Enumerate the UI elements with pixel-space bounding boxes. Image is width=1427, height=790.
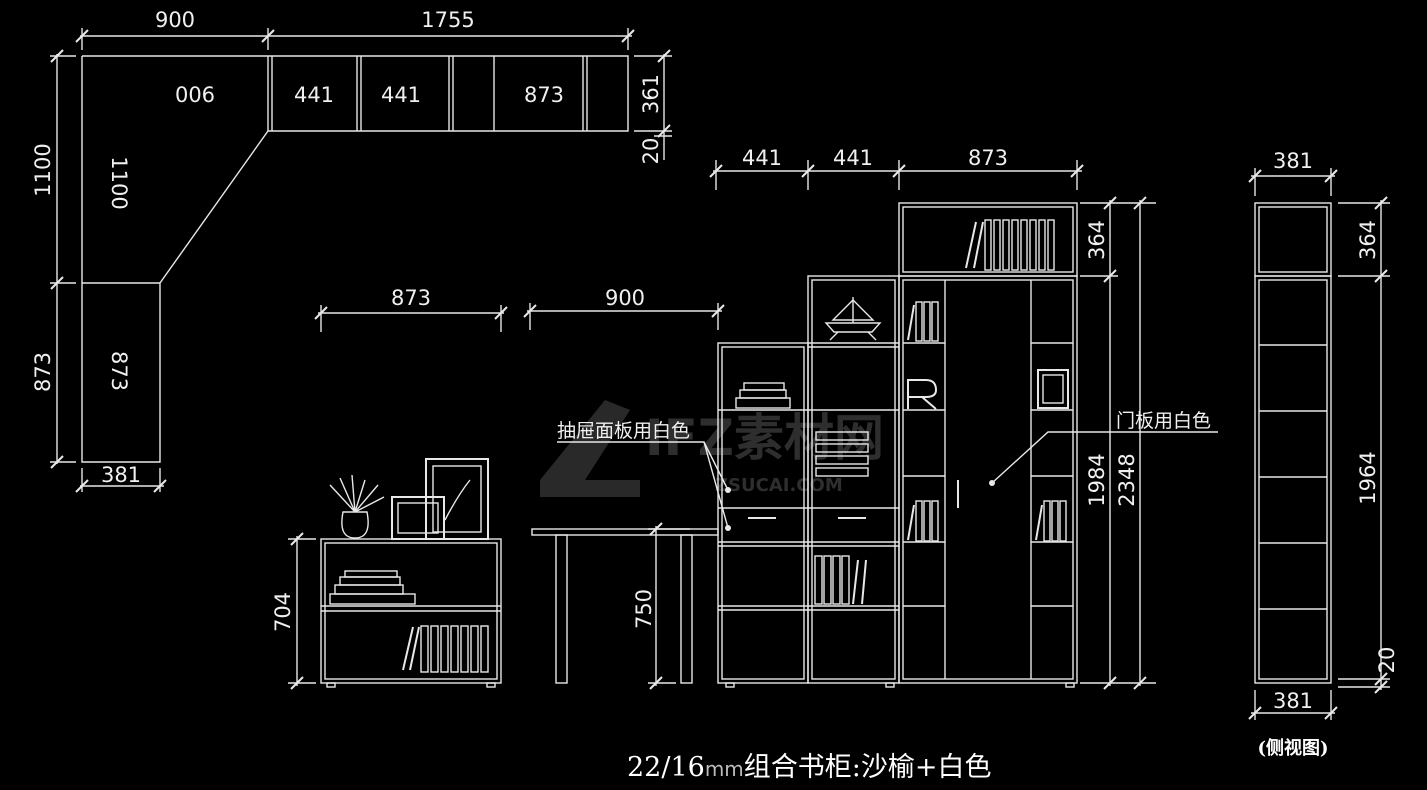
dim-plan-top-900: 900 [155, 8, 195, 32]
stacked-books-icon [735, 382, 791, 409]
dim-side-20: 20 [1375, 647, 1399, 674]
dim-side-1964: 1964 [1356, 451, 1380, 504]
dim-elev-364: 364 [1085, 220, 1109, 260]
plan-label-873-vertical: 873 [107, 351, 131, 391]
dim-elev-441-b: 441 [833, 146, 873, 170]
vase-flowers-icon [329, 474, 385, 539]
stacked-books-icon [329, 570, 416, 605]
picture-frame-icon [1037, 369, 1069, 409]
watermark-url: ZSUCAI.COM [715, 475, 843, 496]
watermark-brand: IFZ素材网 [645, 409, 884, 467]
plan-label-1100: 1100 [107, 156, 131, 209]
dim-plan-bottom-381: 381 [101, 463, 141, 487]
title-description: 组合书柜:沙榆+白色 [744, 752, 992, 783]
plan-view: 900 1755 1100 873 381 361 20 006 441 441… [31, 8, 672, 493]
dim-elev-873: 873 [391, 286, 431, 310]
upright-books-icon [1035, 500, 1067, 542]
upright-books-icon [907, 301, 939, 342]
dim-side-381-bottom: 381 [1273, 689, 1313, 713]
picture-frame-icon [391, 458, 489, 540]
upright-books-icon [907, 500, 939, 542]
side-view: 381 364 1964 20 381 (侧视图) [1248, 149, 1399, 759]
dim-elev-873-top: 873 [968, 146, 1008, 170]
low-cabinet: 704 873 [271, 286, 508, 690]
title-main: 22/16mm组合书柜:沙榆+白色 [627, 752, 992, 783]
dim-elev-441-a: 441 [742, 146, 782, 170]
bookcase-elevation: 441 441 873 364 1984 2348 抽屉面板用白色 门板用白色 [557, 146, 1218, 690]
letter-r-decor-icon [907, 379, 938, 410]
dim-cabinet-704: 704 [271, 592, 295, 632]
watermark: IFZ素材网 ZSUCAI.COM [540, 400, 884, 497]
label-door-panel: 门板用白色 [1116, 410, 1211, 432]
dim-plan-right-20: 20 [639, 138, 663, 165]
stacked-books-icon [815, 431, 869, 477]
plan-label-900: 006 [175, 83, 215, 107]
upright-books-icon [402, 625, 489, 673]
dim-side-364: 364 [1356, 220, 1380, 260]
dim-desk-750: 750 [632, 589, 656, 629]
side-view-label: (侧视图) [1257, 737, 1328, 759]
dim-elev-1984: 1984 [1085, 453, 1109, 506]
title-thickness: 22/16 [627, 752, 705, 783]
dim-plan-right-361: 361 [639, 74, 663, 114]
dim-elev-2348: 2348 [1115, 453, 1139, 506]
ship-model-icon [824, 297, 882, 341]
dim-elev-900: 900 [605, 286, 645, 310]
label-drawer-panel: 抽屉面板用白色 [557, 420, 690, 442]
dim-side-381-top: 381 [1273, 149, 1313, 173]
plan-label-441-b: 441 [381, 83, 421, 107]
dim-plan-left-1100: 1100 [31, 143, 55, 196]
dim-plan-top-1755: 1755 [421, 8, 474, 32]
upright-books-icon [814, 555, 867, 605]
plan-label-441-a: 441 [294, 83, 334, 107]
plan-label-873: 873 [524, 83, 564, 107]
dim-plan-left-873: 873 [31, 352, 55, 392]
drawing-title: 22/16mm组合书柜:沙榆+白色 [627, 752, 992, 783]
upright-books-icon [965, 219, 1055, 271]
title-unit: mm [705, 757, 744, 781]
